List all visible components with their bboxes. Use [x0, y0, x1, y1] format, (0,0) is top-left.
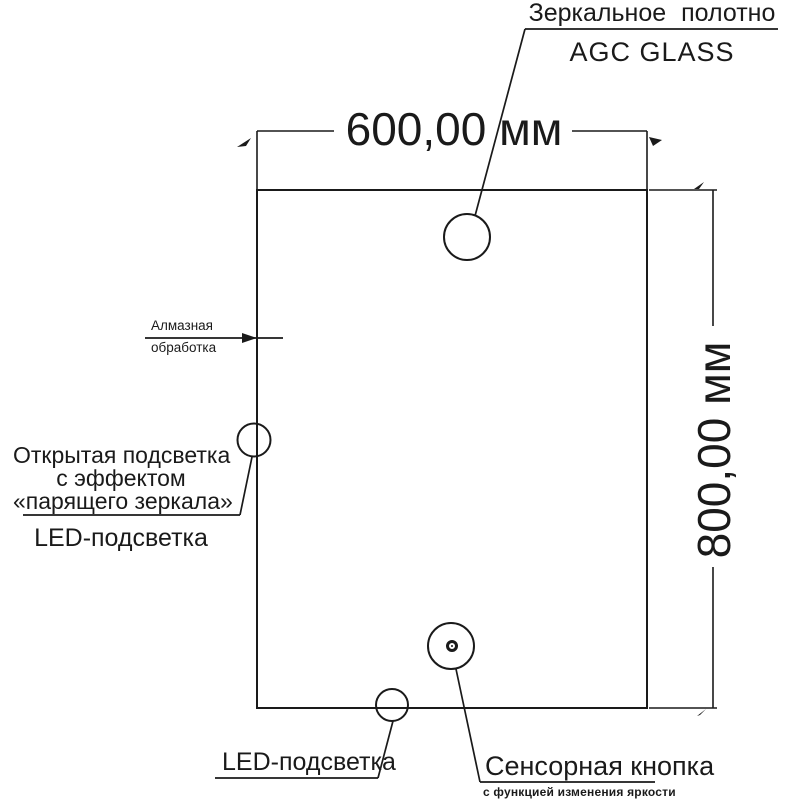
left-led-callout-circle — [236, 422, 272, 458]
width-dimension-lines — [256, 130, 648, 190]
open-backlight-label: Открытая подсветка с эффектом «парящего … — [13, 442, 233, 514]
glass-brand-label: AGC GLASS — [569, 37, 735, 67]
diamond-processing-label-line2: обработка — [151, 340, 217, 355]
left-led-leader-line — [239, 456, 253, 516]
left-led-label: LED-подсветка — [34, 524, 208, 552]
arrow-top-right — [649, 137, 662, 146]
open-backlight-line1: Открытая подсветка — [13, 442, 231, 468]
touch-leader-line — [455, 668, 481, 783]
mirror-outline — [256, 189, 648, 709]
bottom-led-label: LED-подсветка — [222, 748, 396, 776]
glass-leader-line — [474, 28, 526, 217]
touch-button-sublabel: с функцией изменения яркости — [483, 785, 676, 799]
height-dimension-lines — [649, 189, 717, 709]
diamond-processing-label-line1: Алмазная — [151, 318, 213, 333]
open-backlight-line3: «парящего зеркала» — [13, 488, 233, 514]
bottom-led-callout-circle — [375, 688, 409, 722]
dimension-arrows — [237, 137, 706, 716]
width-dimension-value: 600,00 мм — [345, 103, 563, 155]
touch-button-icon — [446, 640, 458, 652]
glass-callout-circle — [443, 213, 491, 261]
open-backlight-line2: с эффектом — [56, 465, 186, 491]
height-dimension-value: 800,00 мм — [688, 341, 740, 559]
arrow-top-left — [237, 138, 251, 147]
touch-button-label: Сенсорная кнопка — [485, 751, 715, 781]
arrow-right-bottom — [697, 709, 706, 716]
touch-button-dot — [451, 645, 453, 647]
bottom-led-leader-line — [377, 720, 394, 779]
diamond-leader-arrow — [242, 333, 257, 343]
touch-button-callout-circle — [427, 622, 475, 670]
mirror-canvas-label: Зеркальное полотно — [528, 0, 776, 27]
arrow-right-top — [694, 182, 704, 189]
